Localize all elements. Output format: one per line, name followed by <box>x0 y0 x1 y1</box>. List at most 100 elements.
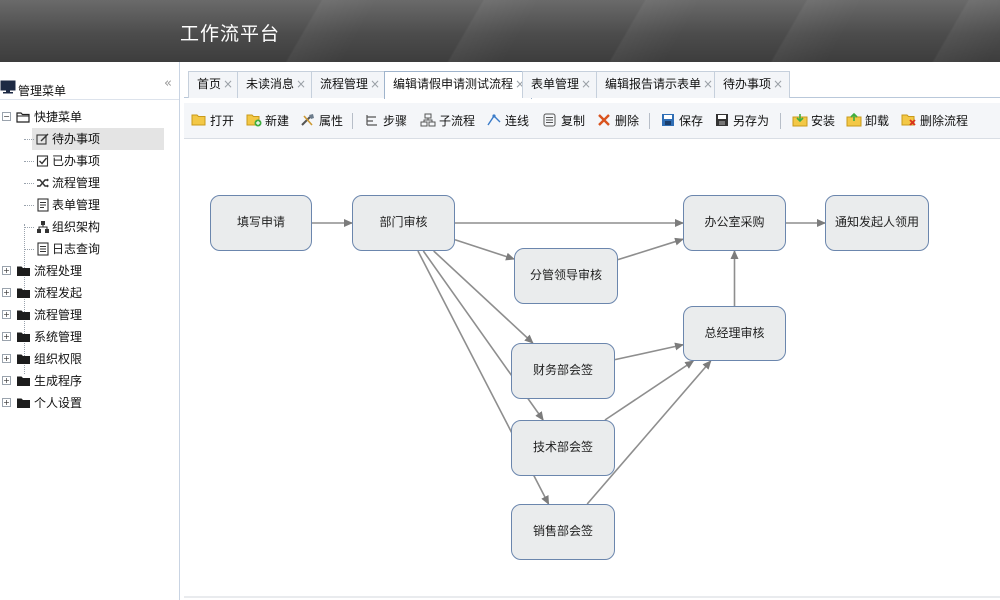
subflow-icon <box>420 113 436 127</box>
flow-node-notify-initiator[interactable]: 通知发起人领用 <box>825 195 929 251</box>
save-button[interactable]: 保存 <box>660 112 703 130</box>
uninstall-button[interactable]: 卸载 <box>846 112 889 130</box>
flow-node-label: 通知发起人领用 <box>834 215 919 229</box>
sidebar-header: 管理菜单 « <box>0 70 179 100</box>
close-icon[interactable]: × <box>773 77 784 91</box>
sidebar-item-label: 日志查询 <box>52 242 101 256</box>
sidebar-item-label: 已办事项 <box>52 154 101 168</box>
tab-todo[interactable]: 待办事项× <box>714 71 791 98</box>
close-icon[interactable]: × <box>703 77 714 91</box>
flow-edge-tech_sign-to-gm_review[interactable] <box>604 360 695 421</box>
tab-edit-leave-flow[interactable]: 编辑请假申请测试流程× <box>384 71 533 99</box>
flow-node-leader-review[interactable]: 分管领导审核 <box>514 248 618 304</box>
close-icon[interactable]: × <box>515 77 526 91</box>
flow-canvas[interactable]: 填写申请 部门审核 分管领导审核 办公室采购 通知发起人领用 总经理审核 财务部… <box>184 140 1000 596</box>
new-button[interactable]: 新建 <box>246 112 289 130</box>
flow-node-sales-sign[interactable]: 销售部会签 <box>511 504 615 560</box>
tree-node-personal-settings[interactable]: + 个人设置 <box>0 392 179 414</box>
collapse-sidebar-icon[interactable]: « <box>164 76 172 91</box>
delete-button[interactable]: 删除 <box>596 112 639 130</box>
close-icon[interactable]: × <box>370 77 381 91</box>
tree-guide-branch <box>24 249 34 250</box>
tab-label: 未读消息 <box>246 77 295 91</box>
install-button[interactable]: 安装 <box>792 112 835 130</box>
close-icon[interactable]: × <box>223 77 234 91</box>
expand-toggle-icon[interactable]: + <box>2 332 11 341</box>
tab-form-manage[interactable]: 表单管理× <box>522 71 599 98</box>
close-icon[interactable]: × <box>581 77 592 91</box>
folder-icon <box>17 310 30 320</box>
properties-label: 属性 <box>319 114 344 128</box>
tree-node-label: 个人设置 <box>34 396 83 410</box>
sidebar-item-label: 流程管理 <box>52 176 101 190</box>
flow-edge-finance_sign-to-gm_review[interactable] <box>614 342 684 361</box>
flow-node-fill-application[interactable]: 填写申请 <box>210 195 312 251</box>
folder-icon <box>17 288 30 298</box>
sidebar-item-todo[interactable]: 待办事项 <box>0 128 179 150</box>
tree-node-label: 快捷菜单 <box>34 110 83 124</box>
tab-home[interactable]: 首页× <box>188 71 241 98</box>
tree-node-system-manage[interactable]: + 系统管理 <box>0 326 179 348</box>
subflow-label: 子流程 <box>439 114 476 128</box>
expand-toggle-icon[interactable]: + <box>2 310 11 319</box>
sidebar-item-log-query[interactable]: 日志查询 <box>0 238 179 260</box>
expand-toggle-icon[interactable]: + <box>2 376 11 385</box>
sidebar-item-flow-manage[interactable]: 流程管理 <box>0 172 179 194</box>
sidebar-item-form-manage[interactable]: 表单管理 <box>0 194 179 216</box>
flow-node-office-purchase[interactable]: 办公室采购 <box>683 195 786 251</box>
expand-toggle-icon[interactable]: + <box>2 266 11 275</box>
tree-node-flow-manage[interactable]: + 流程管理 <box>0 304 179 326</box>
menu-tree: − 快捷菜单 待办事项 <box>0 106 179 414</box>
expand-toggle-icon[interactable]: + <box>2 398 11 407</box>
collapse-toggle-icon[interactable]: − <box>2 112 11 121</box>
tab-label: 编辑报告请示表单 <box>605 77 702 91</box>
sidebar-item-label: 表单管理 <box>52 198 101 212</box>
tree-node-flow-initiate[interactable]: + 流程发起 <box>0 282 179 304</box>
flow-node-label: 销售部会签 <box>532 524 593 538</box>
tree-node-label: 流程发起 <box>34 286 83 300</box>
expand-toggle-icon[interactable]: + <box>2 354 11 363</box>
properties-button[interactable]: 属性 <box>300 112 343 130</box>
step-button[interactable]: 步骤 <box>364 112 407 130</box>
flow-node-gm-review[interactable]: 总经理审核 <box>683 306 786 361</box>
flow-edge-sales_sign-to-gm_review[interactable] <box>586 360 712 505</box>
tree-node-quick-menu[interactable]: − 快捷菜单 <box>0 106 179 128</box>
subflow-button[interactable]: 子流程 <box>420 112 475 130</box>
flow-edge-dept_review-to-finance_sign[interactable] <box>433 250 534 344</box>
tree-guide-branch <box>24 139 34 140</box>
tree-node-code-generate[interactable]: + 生成程序 <box>0 370 179 392</box>
tab-flow-manage[interactable]: 流程管理× <box>311 71 388 98</box>
flow-node-finance-sign[interactable]: 财务部会签 <box>511 343 615 399</box>
close-icon[interactable]: × <box>296 77 307 91</box>
app-header: 工作流平台 <box>0 0 1000 62</box>
flow-node-tech-sign[interactable]: 技术部会签 <box>511 420 615 476</box>
tree-node-org-permissions[interactable]: + 组织权限 <box>0 348 179 370</box>
flow-edge-dept_review-to-leader_review[interactable] <box>454 239 515 261</box>
flow-node-dept-review[interactable]: 部门审核 <box>352 195 455 251</box>
copy-button[interactable]: 复制 <box>542 112 585 130</box>
tree-node-label: 组织权限 <box>34 352 83 366</box>
tab-bar: 首页× 未读消息× 流程管理× 编辑请假申请测试流程× 表单管理× 编辑报告请示… <box>184 71 1000 99</box>
tree-guide-branch <box>24 227 34 228</box>
flow-edge-leader_review-to-office_purchase[interactable] <box>617 237 684 261</box>
connect-line-icon <box>487 114 501 126</box>
open-button[interactable]: 打开 <box>191 112 234 130</box>
sidebar-item-done[interactable]: 已办事项 <box>0 150 179 172</box>
connect-button[interactable]: 连线 <box>486 112 529 130</box>
flow-node-label: 填写申请 <box>236 215 285 229</box>
selection-highlight <box>32 128 164 150</box>
tab-label: 待办事项 <box>723 77 772 91</box>
save-as-button[interactable]: 另存为 <box>714 112 769 130</box>
folder-icon <box>17 354 30 364</box>
log-icon <box>37 242 49 256</box>
tab-edit-report-form[interactable]: 编辑报告请示表单× <box>596 71 721 98</box>
tree-node-flow-process[interactable]: + 流程处理 <box>0 260 179 282</box>
sidebar-item-org-structure[interactable]: 组织架构 <box>0 216 179 238</box>
shuffle-icon <box>37 178 49 188</box>
tab-unread-messages[interactable]: 未读消息× <box>237 71 314 98</box>
folder-icon <box>17 398 30 408</box>
tab-label: 表单管理 <box>531 77 580 91</box>
expand-toggle-icon[interactable]: + <box>2 288 11 297</box>
delete-flow-button[interactable]: 删除流程 <box>901 112 968 130</box>
save-as-label: 另存为 <box>733 114 770 128</box>
